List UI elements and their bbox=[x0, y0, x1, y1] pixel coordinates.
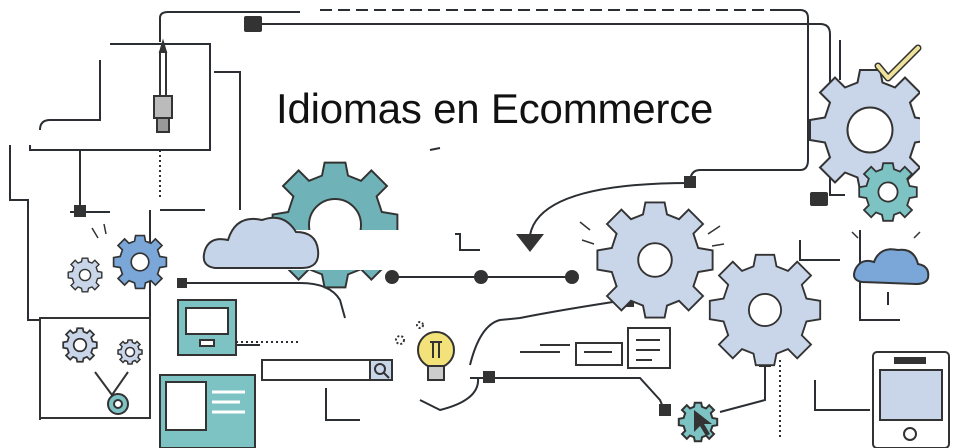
chat-bubble-icon bbox=[520, 327, 671, 369]
gear-icon bbox=[596, 201, 714, 319]
dot-connector bbox=[385, 270, 579, 284]
cloud-icon bbox=[853, 248, 930, 286]
monitor-icon bbox=[177, 299, 237, 356]
motion-ticks bbox=[91, 221, 921, 247]
gear-icon bbox=[858, 162, 918, 222]
search-bar bbox=[261, 359, 393, 381]
cloud-icon bbox=[202, 216, 320, 269]
monitor-icon bbox=[159, 374, 256, 448]
cursor-icon bbox=[677, 401, 719, 443]
gear-icon bbox=[67, 257, 103, 293]
search-icon bbox=[374, 363, 390, 379]
gear-mask bbox=[920, 60, 961, 210]
checkmark-icon bbox=[874, 44, 922, 82]
gear-icon bbox=[708, 253, 822, 367]
tool-icon bbox=[39, 317, 151, 419]
lightbulb-icon bbox=[395, 321, 455, 381]
gear-icon bbox=[112, 234, 168, 290]
pencil-icon bbox=[153, 38, 173, 133]
page-title: Idiomas en Ecommerce bbox=[276, 85, 714, 132]
arrow-down-icon bbox=[516, 234, 544, 252]
gear-icon bbox=[809, 69, 931, 191]
tablet-icon bbox=[872, 351, 950, 448]
